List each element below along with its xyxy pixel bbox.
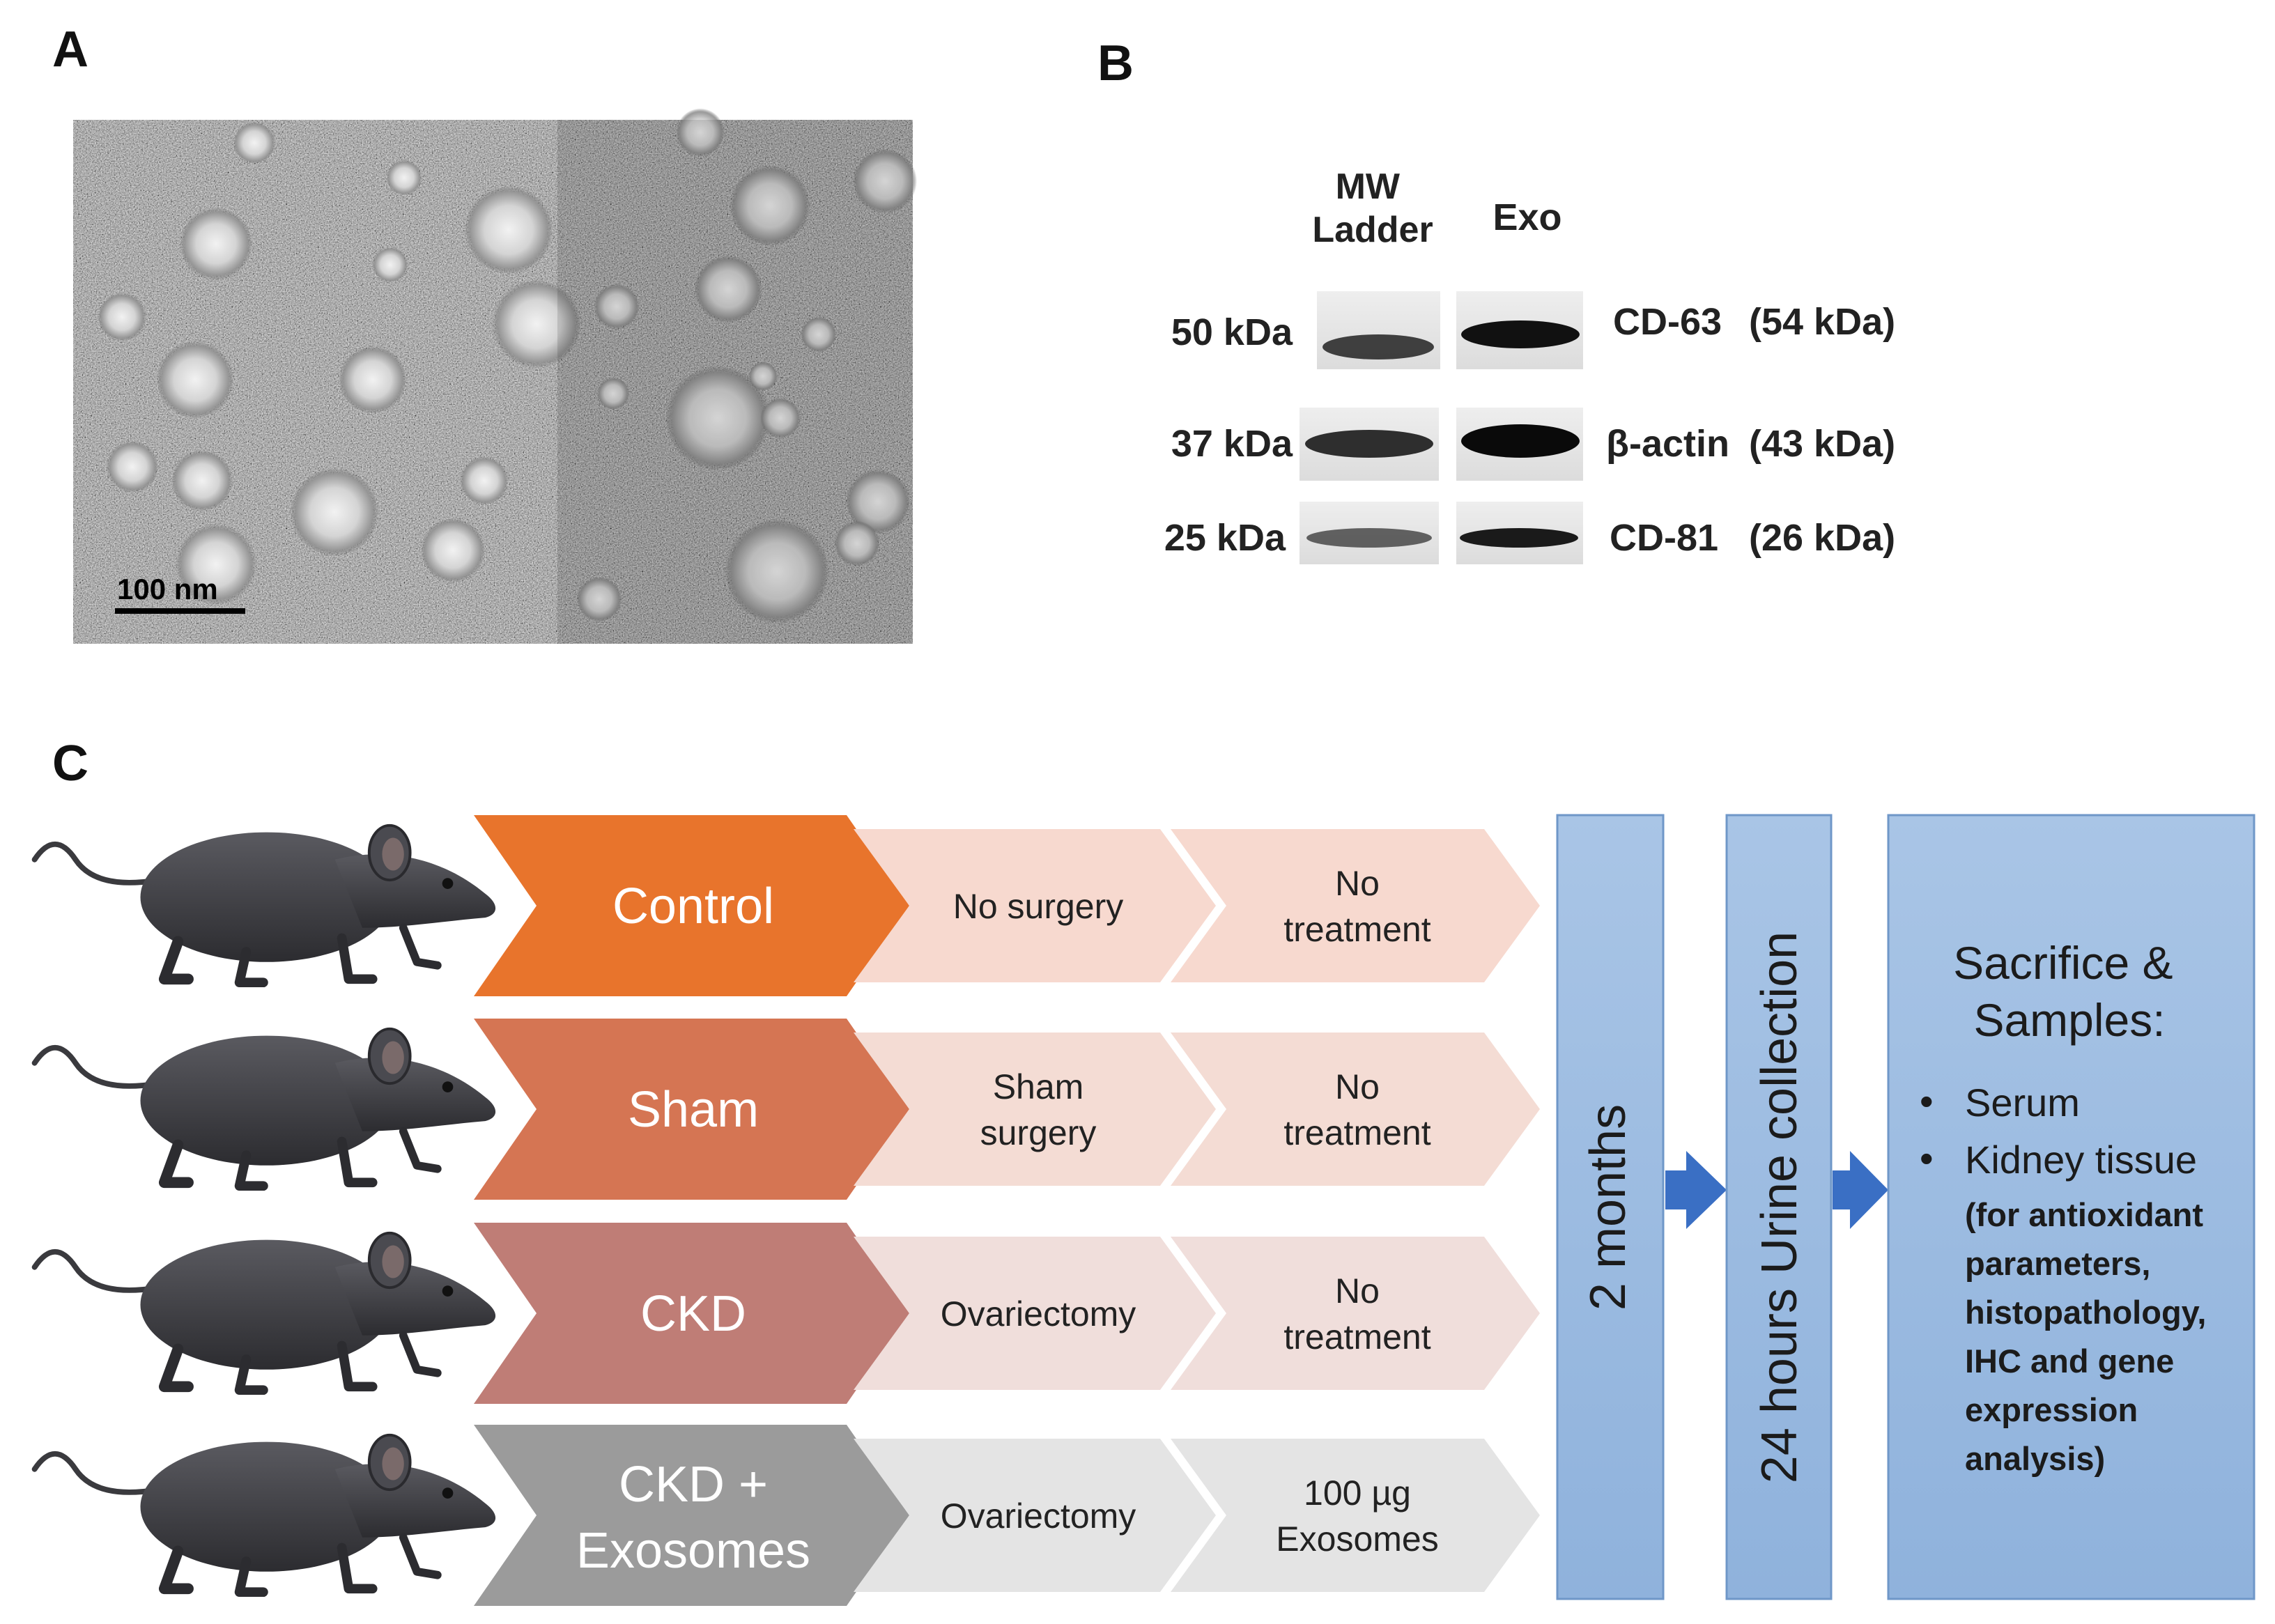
blot-row-cd81: 25 kDa CD-81 (26 kDa) bbox=[1164, 502, 1895, 564]
group-name: CKD bbox=[640, 1286, 746, 1342]
protein-label: CD-81 bbox=[1610, 517, 1718, 559]
vesicle bbox=[156, 341, 234, 419]
vesicle bbox=[464, 185, 553, 274]
ladder-marker: 37 kDa bbox=[1171, 423, 1293, 465]
scale-bar-label: 100 nm bbox=[117, 573, 218, 605]
vesicle bbox=[576, 576, 622, 622]
arrow-to-sacrifice bbox=[1833, 1151, 1888, 1229]
rat-icon bbox=[35, 1233, 496, 1390]
panel-b-label: B bbox=[1097, 36, 1134, 91]
group-chevron bbox=[474, 815, 909, 996]
vesicle bbox=[460, 456, 509, 505]
rat-icon bbox=[35, 826, 496, 982]
vesicle bbox=[694, 255, 762, 323]
urine-label: 24 hours Urine collection bbox=[1752, 931, 1807, 1483]
vesicle bbox=[176, 524, 256, 605]
vesicle bbox=[834, 520, 880, 566]
bullet-serum: Serum bbox=[1965, 1081, 2080, 1124]
scale-bar: 100 nm bbox=[115, 573, 245, 614]
vesicle bbox=[107, 441, 158, 493]
group-chevron bbox=[474, 1019, 909, 1200]
arrow-to-urine bbox=[1665, 1151, 1727, 1229]
lane-label-ladder: MW Ladder bbox=[1312, 167, 1433, 250]
group-chevron bbox=[474, 1223, 909, 1404]
vesicle bbox=[597, 378, 629, 410]
ladder-marker: 50 kDa bbox=[1171, 311, 1293, 353]
surgery-step: Ovariectomy bbox=[941, 1497, 1136, 1536]
step-chevron bbox=[854, 829, 1216, 982]
protein-size: (54 kDa) bbox=[1749, 301, 1895, 343]
rat-icon bbox=[35, 1435, 496, 1592]
duration-box: 2 months bbox=[1556, 814, 1665, 1600]
group-name: Sham bbox=[628, 1082, 759, 1138]
vesicle bbox=[594, 284, 640, 330]
vesicle bbox=[676, 108, 725, 157]
vesicle bbox=[372, 247, 408, 283]
surgery-step: No surgery bbox=[953, 887, 1124, 926]
vesicle bbox=[233, 122, 275, 164]
protein-label: CD-63 bbox=[1613, 301, 1722, 343]
protein-size: (26 kDa) bbox=[1749, 517, 1895, 559]
group-name: CKD +Exosomes bbox=[576, 1457, 810, 1579]
bullet-dot: • bbox=[1920, 1079, 1934, 1123]
panel-c-label: C bbox=[52, 736, 88, 791]
duration-label: 2 months bbox=[1580, 1104, 1636, 1310]
step-chevron bbox=[854, 1033, 1216, 1186]
vesicle bbox=[98, 293, 146, 341]
urine-collection-box: 24 hours Urine collection bbox=[1725, 814, 1833, 1600]
step-chevron bbox=[854, 1439, 1216, 1592]
vesicle bbox=[730, 165, 810, 246]
vesicle bbox=[492, 279, 581, 369]
sacrifice-box: Sacrifice & Samples: • Serum • Kidney ti… bbox=[1887, 814, 2255, 1600]
vesicle bbox=[171, 450, 233, 511]
treatment-chevron bbox=[1171, 829, 1540, 982]
tem-micrograph bbox=[73, 108, 917, 644]
sacrifice-title: Sacrifice & Samples: bbox=[1953, 937, 2186, 1046]
ladder-marker: 25 kDa bbox=[1164, 517, 1286, 559]
blot-row-beta-actin: 37 kDa β-actin (43 kDa) bbox=[1171, 408, 1895, 481]
protein-label: β-actin bbox=[1606, 423, 1729, 465]
rat-icon bbox=[35, 1029, 496, 1186]
bullet-note: (for antioxidant parameters, histopathol… bbox=[1965, 1196, 2215, 1477]
treatment-chevron bbox=[1171, 1033, 1540, 1186]
vesicle bbox=[846, 470, 910, 534]
vesicle bbox=[748, 362, 778, 391]
vesicle bbox=[290, 467, 379, 557]
vesicle bbox=[801, 316, 837, 353]
lane-label-exo: Exo bbox=[1493, 196, 1561, 238]
vesicle bbox=[853, 149, 917, 213]
group-chevron bbox=[474, 1425, 909, 1606]
vesicle bbox=[339, 346, 407, 414]
panel-a-label: A bbox=[52, 22, 88, 77]
vesicle bbox=[180, 208, 252, 280]
vesicle bbox=[725, 519, 829, 624]
treatment-chevron bbox=[1171, 1237, 1540, 1390]
vesicle bbox=[760, 398, 801, 438]
surgery-step: Ovariectomy bbox=[941, 1294, 1136, 1333]
bullet-kidney: Kidney tissue bbox=[1965, 1138, 2197, 1182]
vesicle bbox=[665, 366, 770, 470]
bullet-dot: • bbox=[1920, 1136, 1934, 1180]
group-name: Control bbox=[612, 879, 774, 934]
protein-size: (43 kDa) bbox=[1749, 423, 1895, 465]
vesicle bbox=[386, 160, 422, 196]
vesicle bbox=[421, 518, 485, 582]
blot-row-cd63: 50 kDa CD-63 (54 kDa) bbox=[1171, 291, 1895, 369]
treatment-chevron bbox=[1171, 1439, 1540, 1592]
step-chevron bbox=[854, 1237, 1216, 1390]
